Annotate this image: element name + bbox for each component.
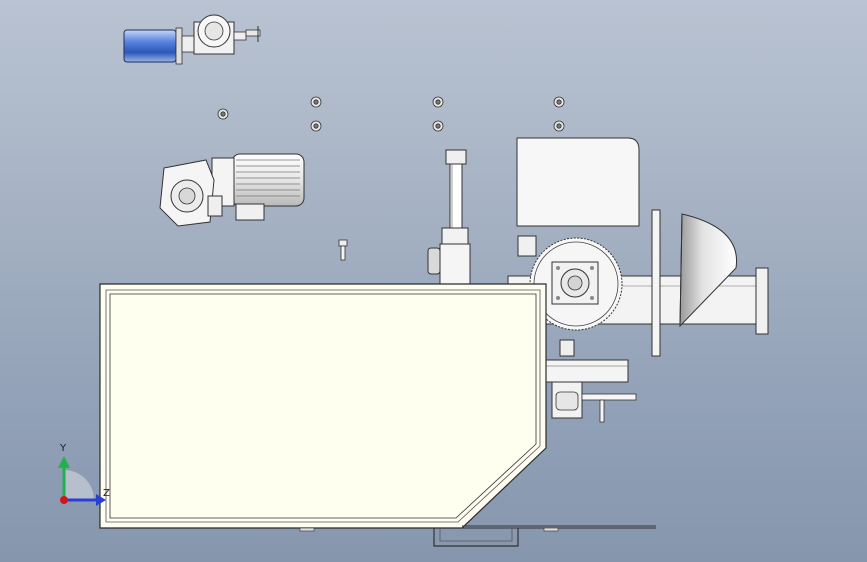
main-panel-frame[interactable] bbox=[99, 283, 547, 529]
roller-assembly[interactable] bbox=[545, 339, 637, 423]
bearing-flange[interactable] bbox=[551, 261, 599, 305]
pneumatic-cylinder[interactable] bbox=[427, 149, 471, 285]
hopper-cone[interactable] bbox=[679, 213, 738, 328]
coordinate-triad bbox=[58, 456, 106, 506]
gearbox-top-left[interactable] bbox=[193, 14, 261, 55]
fastener-row bbox=[217, 96, 565, 132]
small-bolt bbox=[338, 239, 348, 261]
mounting-bracket[interactable] bbox=[299, 525, 656, 547]
blue-motor[interactable] bbox=[123, 27, 195, 65]
triad-y-label: Y bbox=[60, 443, 67, 454]
triad-z-label: Z bbox=[103, 488, 110, 499]
geared-motor[interactable] bbox=[159, 153, 305, 227]
housing-box[interactable] bbox=[516, 137, 640, 257]
